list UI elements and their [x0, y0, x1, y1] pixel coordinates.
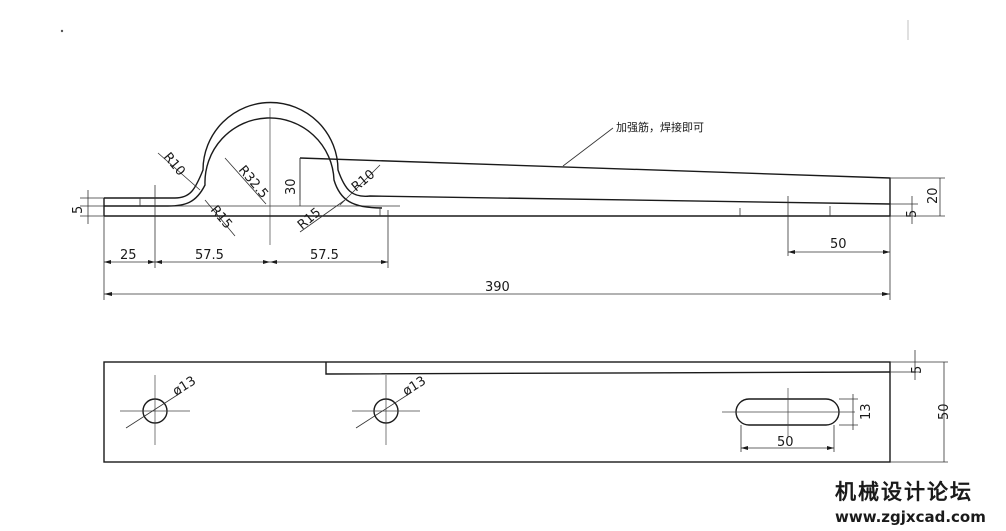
- dim-5-right: 5: [905, 210, 920, 218]
- plan-view: ø13 ø13 13 50: [103, 350, 952, 463]
- hole-1-diameter: ø13: [170, 374, 199, 400]
- dim-20: 20: [926, 187, 941, 204]
- radius-r15-right: R15: [295, 205, 324, 233]
- rib-note: 加强筋，焊接即可: [616, 120, 704, 134]
- watermark: 机械设计论坛 www.zgjxcad.com: [835, 480, 986, 526]
- dim-50-plan: 50: [937, 403, 952, 420]
- slot: 13 50: [722, 388, 874, 452]
- radius-r10-left: R10: [160, 150, 188, 179]
- watermark-url: www.zgjxcad.com: [835, 508, 986, 526]
- dim-57-5-left: 57.5: [195, 248, 224, 263]
- dim-5-plan: 5: [910, 366, 925, 374]
- dim-57-5-right: 57.5: [310, 248, 339, 263]
- dim-50-elevation: 50: [830, 237, 847, 252]
- hole-2-diameter: ø13: [400, 374, 429, 400]
- hole-2: ø13: [352, 374, 429, 445]
- watermark-title: 机械设计论坛: [835, 480, 973, 504]
- slot-length-50: 50: [777, 435, 794, 450]
- hole-1: ø13: [120, 374, 199, 445]
- dim-390: 390: [485, 280, 510, 295]
- dim-5-left: 5: [71, 206, 86, 214]
- radius-r32-5: R32.5: [235, 163, 271, 202]
- dim-25: 25: [120, 248, 137, 263]
- slot-width-13: 13: [859, 403, 874, 420]
- dim-30: 30: [284, 178, 299, 195]
- elevation-view: 25 57.5 57.5 390 50 5 30 20 5 R10: [71, 101, 945, 300]
